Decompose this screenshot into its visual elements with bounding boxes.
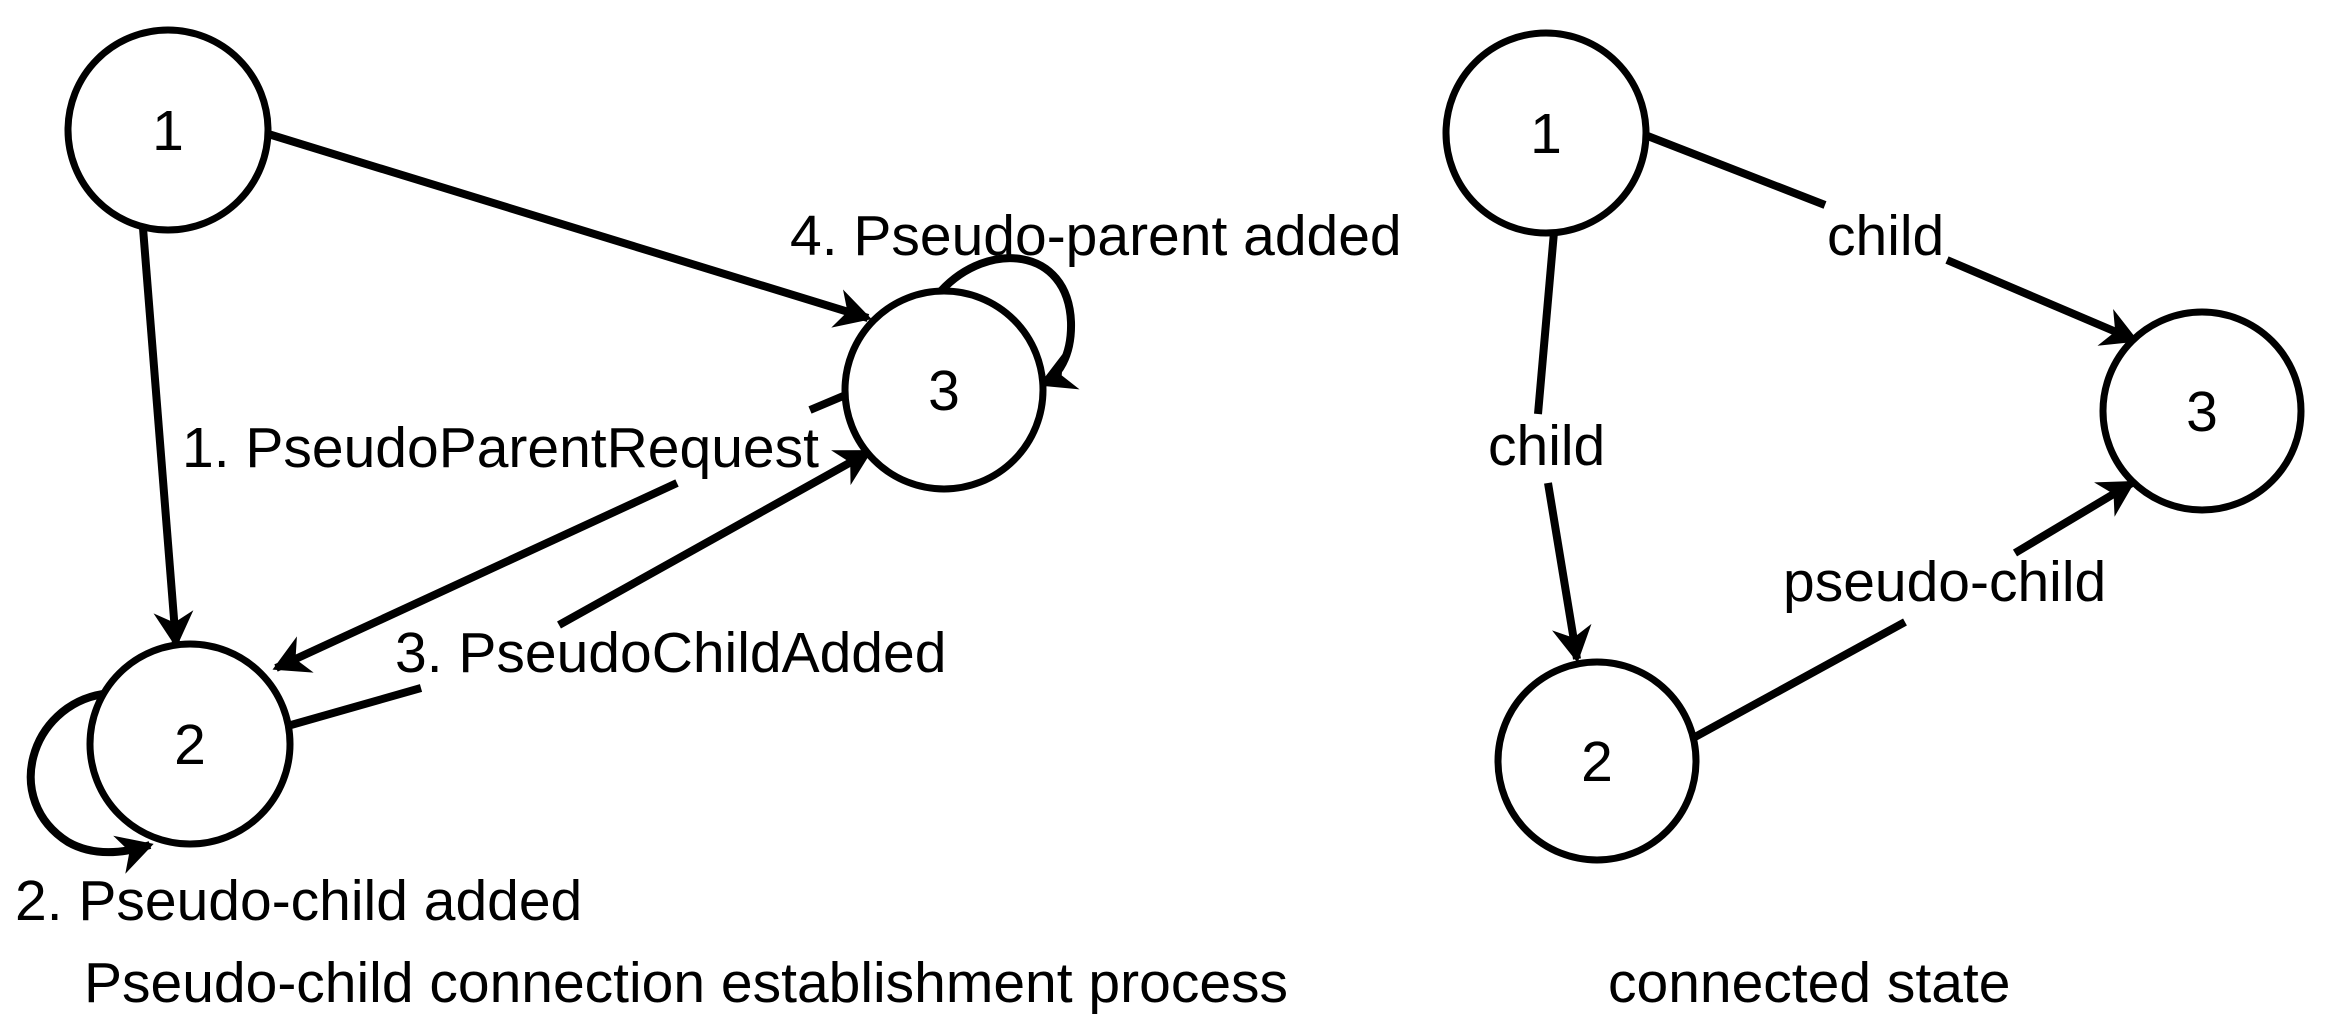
self-loop-node3 [938, 254, 1080, 390]
edge-node1-to-node3-seg2 [1945, 256, 2139, 346]
edge-node3-to-node2-seg2 [272, 479, 679, 673]
node-label-2: 2 [1581, 730, 1613, 794]
edge-node2-to-node3-seg1 [1693, 618, 1907, 741]
edge-label: child [1827, 204, 1944, 268]
node-circle-3 [2099, 308, 2305, 514]
edge-label: child [1488, 414, 1605, 478]
node-label-1: 1 [1530, 102, 1562, 166]
diagram-layers: 1 2 3 1. PseudoParentRequest 2. Pseudo-child… [15, 26, 2305, 933]
node-circle-1 [1442, 29, 1650, 237]
node-circle-2 [86, 640, 294, 848]
caption-establishment-process: Pseudo-child connection establishment pr… [84, 951, 1288, 1015]
edge-node1-to-node3 [263, 129, 872, 328]
edge-node3-to-node2-seg1 [808, 390, 850, 414]
node-circle-3 [841, 287, 1047, 493]
self-loop-node2 [26, 690, 154, 874]
edge-label: 3. PseudoChildAdded [395, 621, 946, 685]
caption-connected-state: connected state [1608, 951, 2010, 1015]
diagram-establishment-process: 1 2 3 1. PseudoParentRequest 2. Pseudo-child… [15, 26, 1402, 933]
edge-node2-to-node3-seg1 [289, 684, 423, 729]
node-label-1: 1 [152, 99, 184, 163]
node-label-2: 2 [174, 713, 206, 777]
edge-node1-to-node3-seg1 [1643, 131, 1827, 209]
edge-label: 2. Pseudo-child added [15, 869, 582, 933]
diagram-connected-state: 1 2 3 child child pseudo-child [1442, 29, 2305, 864]
edge-label: pseudo-child [1783, 550, 2106, 614]
edge-node2-to-node3-seg2 [2012, 479, 2136, 557]
edge-node2-to-node3-seg2 [557, 448, 873, 629]
edge-node1-to-node2-seg1 [1534, 231, 1558, 415]
edge-label: 1. PseudoParentRequest [182, 416, 819, 480]
node-label-3: 3 [928, 359, 960, 423]
edge-node1-to-node2 [139, 227, 194, 648]
edge-label: 4. Pseudo-parent added [790, 204, 1402, 268]
node-label-3: 3 [2186, 380, 2218, 444]
node-circle-2 [1494, 658, 1700, 864]
node-circle-1 [64, 26, 272, 234]
edge-node1-to-node2-seg2 [1544, 482, 1592, 663]
